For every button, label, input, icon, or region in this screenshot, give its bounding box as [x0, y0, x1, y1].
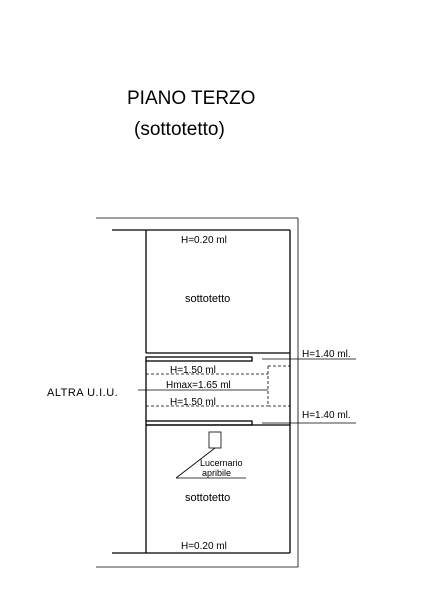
upper-room-name: sottotetto: [185, 293, 230, 305]
plan-subtitle: (sottotetto): [134, 119, 225, 140]
skylight-label-2: apribile: [202, 468, 231, 478]
skylight-label-1: Lucernario: [200, 458, 243, 468]
skylight-symbol: [175, 431, 246, 479]
center-height-max: Hmax=1.65 ml: [166, 380, 231, 391]
center-height-bottom: H=1.50 ml: [170, 397, 216, 408]
lower-room-name: sottotetto: [185, 492, 230, 504]
right-height-top: H=1.40 ml.: [302, 349, 351, 360]
left-wall-stubs: [112, 229, 146, 554]
upper-height-label: H=0.20 ml: [181, 235, 227, 246]
lower-room: [145, 424, 291, 554]
lower-height-label: H=0.20 ml: [181, 541, 227, 552]
corridor-walls: [145, 353, 291, 426]
plan-title: PIANO TERZO: [127, 88, 255, 109]
right-leader-lines: [262, 358, 356, 424]
height-dashed-lines: [146, 365, 290, 407]
outer-boundary: [96, 217, 299, 568]
right-height-bottom: H=1.40 ml.: [302, 410, 351, 421]
center-height-top: H=1.50 ml: [170, 365, 216, 376]
upper-room: [145, 229, 291, 354]
other-unit-label: ALTRA U.I.U.: [47, 387, 118, 399]
